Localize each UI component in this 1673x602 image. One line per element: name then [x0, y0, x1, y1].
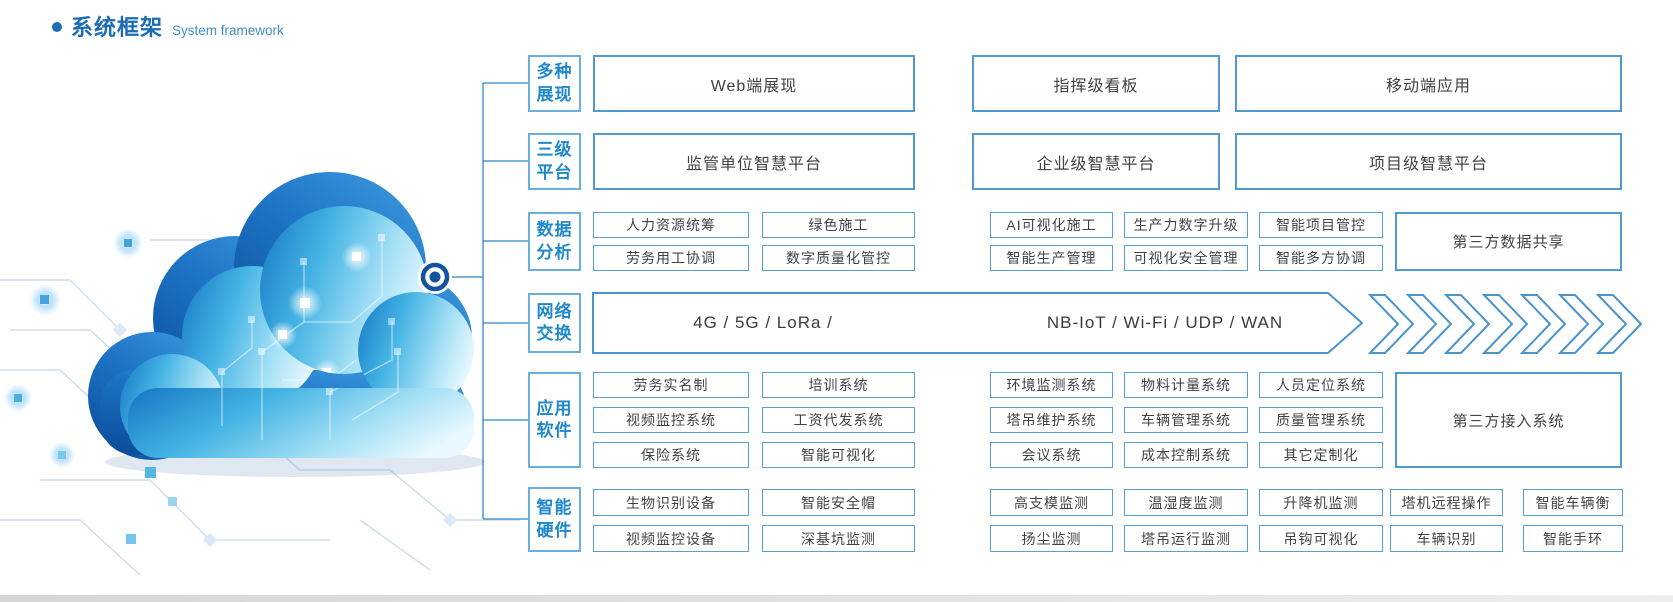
box-green-construction: 绿色施工 [762, 212, 915, 238]
box-labor-real-name: 劳务实名制 [593, 372, 749, 398]
box-high-formwork-monitoring: 高支模监测 [990, 489, 1113, 516]
chevron-right-icon [1367, 294, 1415, 354]
box-smart-wristband: 智能手环 [1523, 525, 1623, 552]
label-line: 网络 [536, 301, 573, 321]
box-hook-visualization: 吊钩可视化 [1259, 525, 1383, 552]
label-line: 智能 [536, 498, 573, 518]
cloud-illustration [88, 172, 485, 544]
box-video-surveillance-devices: 视频监控设备 [593, 525, 749, 552]
chevron-arrows [1367, 294, 1643, 354]
row-label-application-software: 应用 软件 [528, 372, 581, 468]
network-protocols-right: NB-IoT / Wi-Fi / UDP / WAN [1046, 313, 1284, 332]
box-video-surveillance-system: 视频监控系统 [593, 407, 749, 433]
box-personnel-positioning-system: 人员定位系统 [1259, 372, 1383, 398]
label-line: 数据 [536, 220, 573, 240]
floating-squares [126, 467, 177, 544]
box-ai-visual-construction: AI可视化施工 [990, 212, 1113, 238]
bullet-icon [52, 22, 62, 32]
title-en: System framework [172, 23, 284, 38]
box-temp-humidity-monitoring: 温湿度监测 [1124, 489, 1248, 516]
section-title: 系统框架 System framework [52, 10, 284, 42]
row-label-network-exchange: 网络 交换 [528, 293, 581, 353]
box-meeting-system: 会议系统 [990, 442, 1113, 468]
box-quality-mgmt-system: 质量管理系统 [1259, 407, 1383, 433]
box-enterprise-platform: 企业级智慧平台 [972, 133, 1220, 190]
cloud-connector-node [418, 260, 452, 294]
label-line: 平台 [536, 162, 573, 182]
box-cost-control-system: 成本控制系统 [1124, 442, 1248, 468]
row-label-three-level-platform: 三级 平台 [528, 133, 581, 190]
box-project-platform: 项目级智慧平台 [1235, 133, 1622, 190]
box-smart-helmet: 智能安全帽 [762, 489, 915, 516]
box-training-system: 培训系统 [762, 372, 915, 398]
label-line: 分析 [536, 242, 573, 262]
chevron-right-icon [1557, 294, 1605, 354]
box-third-party-access-system: 第三方接入系统 [1395, 372, 1622, 468]
label-line: 硬件 [536, 520, 573, 540]
chevron-right-icon [1481, 294, 1529, 354]
box-tower-crane-maintenance-system: 塔吊维护系统 [990, 407, 1113, 433]
row-label-smart-hardware: 智能 硬件 [528, 487, 581, 552]
chevron-right-icon [1519, 294, 1567, 354]
chevron-right-icon [1443, 294, 1491, 354]
box-visual-safety-mgmt: 可视化安全管理 [1124, 245, 1248, 271]
bottom-edge-strip [0, 595, 1673, 602]
box-biometric-devices: 生物识别设备 [593, 489, 749, 516]
label-line: 交换 [536, 324, 573, 343]
box-labor-coordination: 劳务用工协调 [593, 245, 749, 271]
chevron-right-icon [1405, 294, 1453, 354]
box-environment-monitoring-system: 环境监测系统 [990, 372, 1113, 398]
box-smart-production-mgmt: 智能生产管理 [990, 245, 1113, 271]
network-protocols-left: 4G / 5G / LoRa / [693, 313, 833, 332]
box-smart-weighbridge: 智能车辆衡 [1523, 489, 1623, 516]
box-vehicle-mgmt-system: 车辆管理系统 [1124, 407, 1248, 433]
label-line: 软件 [536, 421, 573, 440]
box-dust-monitoring: 扬尘监测 [990, 525, 1113, 552]
box-material-metering-system: 物料计量系统 [1124, 372, 1248, 398]
box-smart-visualization: 智能可视化 [762, 442, 915, 468]
box-third-party-data-sharing: 第三方数据共享 [1395, 212, 1622, 271]
box-insurance-system: 保险系统 [593, 442, 749, 468]
box-mobile-app: 移动端应用 [1235, 55, 1622, 112]
box-smart-project-control: 智能项目管控 [1259, 212, 1383, 238]
box-vehicle-recognition: 车辆识别 [1390, 525, 1503, 552]
box-payroll-system: 工资代发系统 [762, 407, 915, 433]
box-hr-planning: 人力资源统筹 [593, 212, 749, 238]
title-zh: 系统框架 [71, 15, 164, 40]
row-label-data-analysis: 数据 分析 [528, 212, 581, 271]
label-line: 三级 [536, 140, 573, 160]
box-other-customization: 其它定制化 [1259, 442, 1383, 468]
row-label-multi-display: 多种 展现 [528, 55, 581, 112]
box-web-display: Web端展现 [593, 55, 915, 112]
chevron-right-icon [1595, 294, 1643, 354]
box-productivity-upgrade: 生产力数字升级 [1124, 212, 1248, 238]
network-bar-shape [592, 292, 1364, 354]
box-tower-crane-remote-operation: 塔机远程操作 [1390, 489, 1503, 516]
box-hoist-monitoring: 升降机监测 [1259, 489, 1383, 516]
connector-lines [448, 82, 529, 520]
label-line: 多种 [536, 62, 573, 82]
box-regulator-platform: 监管单位智慧平台 [593, 133, 915, 190]
box-smart-multiparty-coordination: 智能多方协调 [1259, 245, 1383, 271]
box-digital-quality-control: 数字质量化管控 [762, 245, 915, 271]
label-line: 展现 [536, 84, 573, 104]
box-deep-pit-monitoring: 深基坑监测 [762, 525, 915, 552]
box-tower-crane-operation-monitoring: 塔吊运行监测 [1124, 525, 1248, 552]
label-line: 应用 [536, 398, 573, 418]
box-command-board: 指挥级看板 [972, 55, 1220, 112]
